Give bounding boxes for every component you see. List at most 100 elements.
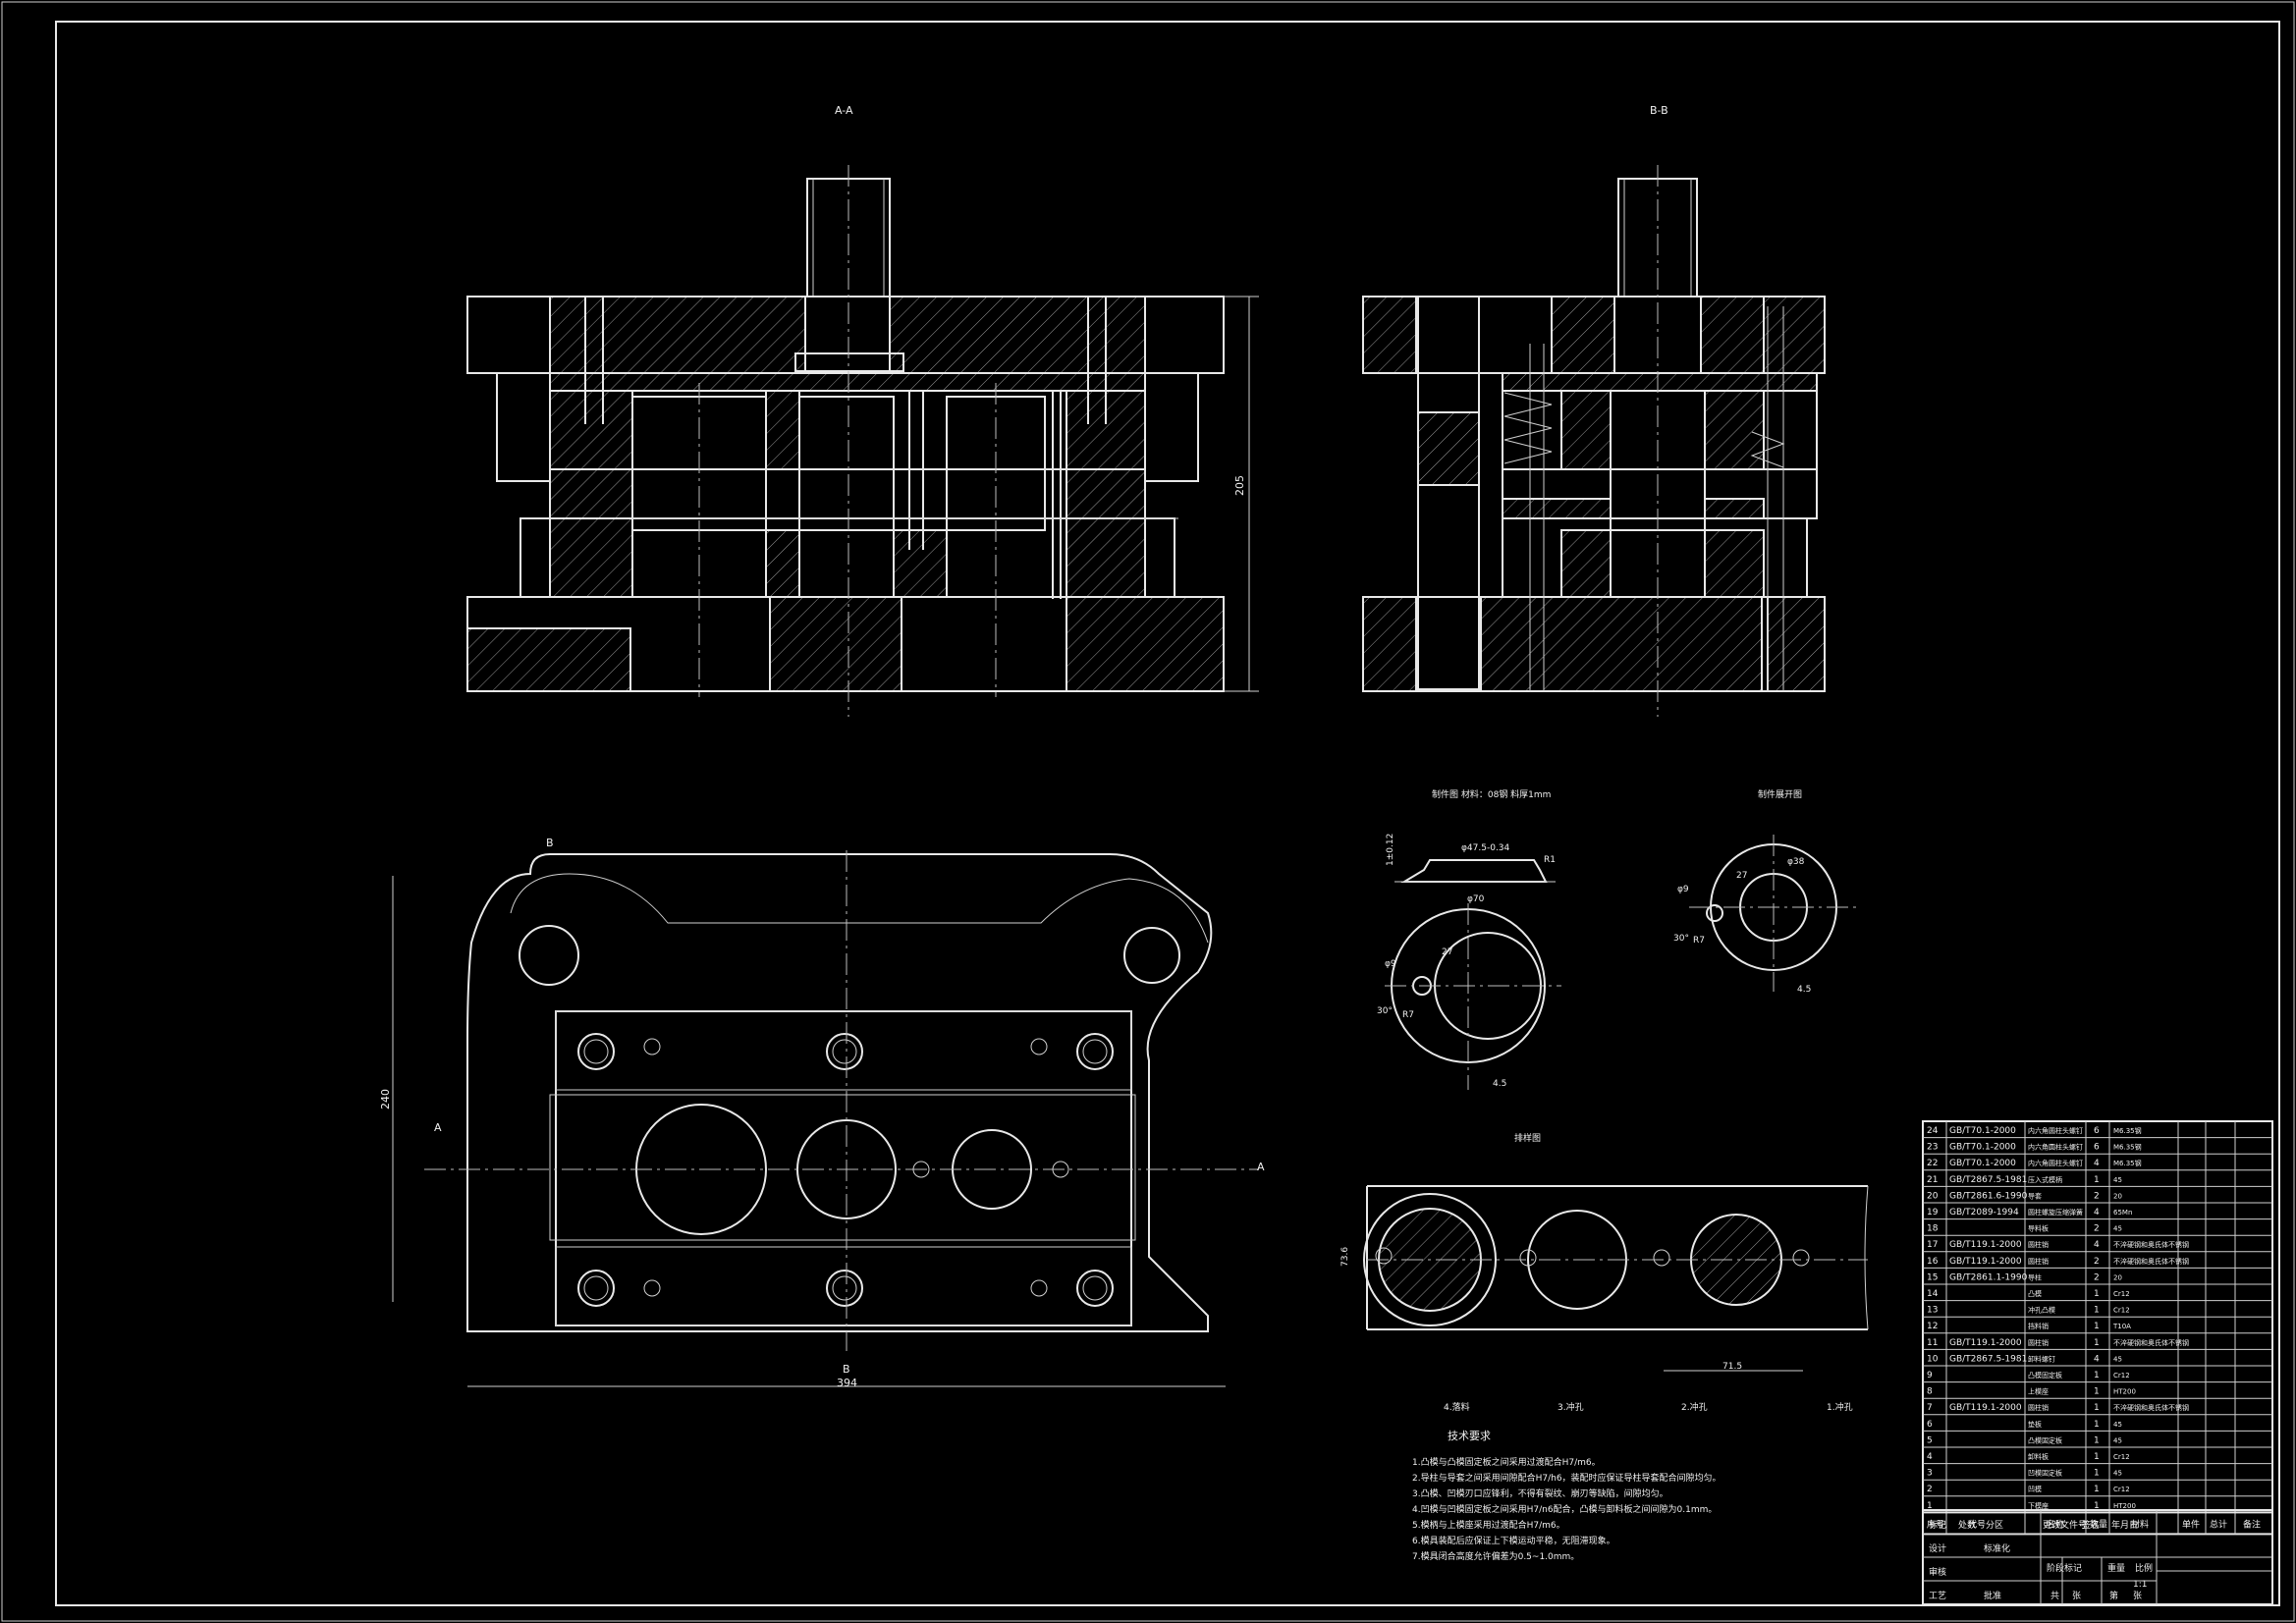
section-aa-dim-height: 205 bbox=[1233, 475, 1246, 496]
bom-cell: 不淬硬钢和奥氏体不锈钢 bbox=[2113, 1403, 2189, 1412]
bom-cell: GB/T70.1-2000 bbox=[1949, 1159, 2016, 1168]
bom-cell: GB/T119.1-2000 bbox=[1949, 1403, 2022, 1413]
part1-dim-4: φ9 bbox=[1385, 959, 1396, 969]
part2-dim-3: 27 bbox=[1736, 871, 1747, 881]
tb-label-11: 审核 bbox=[1929, 1566, 1946, 1578]
bom-cell: 圆柱螺旋压缩弹簧 bbox=[2028, 1208, 2083, 1217]
bom-cell: 65Mn bbox=[2113, 1209, 2132, 1217]
tb-label-1: 处数 bbox=[1958, 1519, 1976, 1531]
technical-requirements: 技术要求 1.凸模与凸模固定板之间采用过渡配合H7/m6。 2.导柱与导套之间采… bbox=[1412, 1430, 1722, 1562]
bom-cell: 2 bbox=[2094, 1257, 2100, 1267]
plan-dim-width: 394 bbox=[837, 1377, 857, 1389]
bom-cell: 6 bbox=[2094, 1126, 2100, 1136]
bom-cell: 导柱 bbox=[2028, 1272, 2042, 1281]
bom-cell: 导料板 bbox=[2028, 1224, 2049, 1233]
bom-cell: GB/T2089-1994 bbox=[1949, 1208, 2019, 1217]
part1-dim-5: 30° bbox=[1377, 1006, 1393, 1016]
tb-label-8: 阶段标记 bbox=[2047, 1562, 2082, 1574]
bom-cell: 45 bbox=[2113, 1176, 2122, 1184]
bom-cell: 22 bbox=[1927, 1159, 1938, 1168]
part1-dim-2: φ70 bbox=[1467, 894, 1485, 904]
bom-cell: M6.35钢 bbox=[2113, 1143, 2142, 1152]
bom-cell: 不淬硬钢和奥氏体不锈钢 bbox=[2113, 1338, 2189, 1347]
bom-cell: 2 bbox=[2094, 1272, 2100, 1282]
bom-cell: 挡料销 bbox=[2028, 1322, 2049, 1330]
section-bb-label: B-B bbox=[1650, 104, 1668, 117]
bom-cell: 凹模 bbox=[2028, 1485, 2042, 1493]
part1-dim-1: R1 bbox=[1544, 855, 1556, 865]
part1-dim-3: 1±0.12 bbox=[1386, 834, 1395, 866]
bom-cell: 3 bbox=[1927, 1469, 1933, 1479]
tech-req-item-5: 6.模具装配后应保证上下模运动平稳，无阻滞现象。 bbox=[1412, 1535, 1615, 1546]
bom-cell: 1 bbox=[2094, 1469, 2100, 1479]
bom-cell: 1 bbox=[2094, 1485, 2100, 1494]
bom-cell: M6.35钢 bbox=[2113, 1159, 2142, 1167]
bom-cell: GB/T119.1-2000 bbox=[1949, 1257, 2022, 1267]
bom-cell: 4 bbox=[2094, 1159, 2100, 1168]
bom-cell: 4 bbox=[2094, 1354, 2100, 1364]
tb-label-12: 工艺 bbox=[1929, 1591, 1946, 1601]
part2-dim-2: 30° bbox=[1673, 934, 1689, 944]
bom-header-cell: 数量 bbox=[2090, 1518, 2107, 1530]
bom-cell: 45 bbox=[2113, 1355, 2122, 1363]
bom-cell: 21 bbox=[1927, 1175, 1938, 1185]
part2-dim-5: 4.5 bbox=[1797, 985, 1811, 995]
bom-cell: GB/T2867.5-1981 bbox=[1949, 1354, 2027, 1364]
die-plate-outline bbox=[555, 1010, 1132, 1326]
bom-cell: 5 bbox=[1927, 1435, 1933, 1445]
plan-cut-a-left: A bbox=[434, 1121, 442, 1134]
strip-layout: 排样图 73.6 71.5 4.落料 3.冲孔 2.冲孔 1.冲孔 bbox=[1340, 1132, 1869, 1413]
bom-cell: 11 bbox=[1927, 1338, 1938, 1348]
part1-dim-0: φ47.5-0.34 bbox=[1461, 843, 1510, 853]
bom-cell: 1 bbox=[2094, 1289, 2100, 1299]
tech-req-item-0: 1.凸模与凸模固定板之间采用过渡配合H7/m6。 bbox=[1412, 1456, 1601, 1468]
tb-label-3: 更改文件号 bbox=[2043, 1519, 2087, 1531]
bom-cell: 1 bbox=[2094, 1322, 2100, 1331]
part1-dim-8: 4.5 bbox=[1493, 1079, 1506, 1089]
bom-cell: Cr12 bbox=[2113, 1307, 2130, 1315]
bom-cell: 18 bbox=[1927, 1224, 1939, 1234]
bom-cell: 8 bbox=[1927, 1387, 1933, 1397]
bom-cell: 10 bbox=[1927, 1354, 1939, 1364]
tb-scale: 1:1 bbox=[2133, 1580, 2147, 1590]
bom-cell: GB/T2867.5-1981 bbox=[1949, 1175, 2027, 1185]
bom-cell: 2 bbox=[2094, 1191, 2100, 1201]
section-aa-view: A-A bbox=[466, 104, 1259, 717]
bom-cell: 1 bbox=[2094, 1371, 2100, 1380]
bom-cell: 23 bbox=[1927, 1143, 1938, 1153]
part-detail-1: 制件图 材料：08钢 料厚1mm φ47.5-0.34 R1 φ70 1±0.1… bbox=[1377, 788, 1561, 1090]
bom-cell: 12 bbox=[1927, 1322, 1938, 1331]
strip-dim-pitch: 71.5 bbox=[1722, 1362, 1742, 1372]
punch-center bbox=[798, 396, 895, 531]
bom-cell: GB/T119.1-2000 bbox=[1949, 1338, 2022, 1348]
tech-req-item-3: 4.凹模与凹模固定板之间采用H7/n6配合，凸模与卸料板之间间隙为0.1mm。 bbox=[1412, 1503, 1717, 1515]
tb-label-4: 签名 bbox=[2082, 1519, 2100, 1531]
bom-cell: Cr12 bbox=[2113, 1290, 2130, 1298]
bom-header-cell: 备注 bbox=[2243, 1518, 2261, 1530]
bom-cell: 下模座 bbox=[2028, 1501, 2049, 1510]
bom-cell: 45 bbox=[2113, 1470, 2122, 1478]
bom-cell: 20 bbox=[2113, 1192, 2122, 1200]
bom-cell: 2 bbox=[2094, 1224, 2100, 1234]
tech-req-item-2: 3.凸模、凹模刃口应锋利，不得有裂纹、崩刃等缺陷，间隙均匀。 bbox=[1412, 1488, 1668, 1499]
bom-cell: 凸模固定板 bbox=[2028, 1371, 2062, 1380]
bom-cell: 4 bbox=[2094, 1240, 2100, 1250]
bom-cell: 不淬硬钢和奥氏体不锈钢 bbox=[2113, 1257, 2189, 1266]
part1-dim-7: 27 bbox=[1442, 947, 1452, 957]
bom-cell: 垫板 bbox=[2028, 1420, 2042, 1429]
bom-cell: 1 bbox=[2094, 1387, 2100, 1397]
bom-header-cell: 单件 bbox=[2182, 1518, 2200, 1530]
bom-cell: 1 bbox=[2094, 1501, 2100, 1511]
tb-label-2: 分区 bbox=[1986, 1520, 2003, 1531]
tech-req-item-1: 2.导柱与导套之间采用间隙配合H7/h6，装配时应保证导柱导套配合间隙均匀。 bbox=[1412, 1472, 1722, 1484]
bom-cell: GB/T70.1-2000 bbox=[1949, 1143, 2016, 1153]
bom-cell: 1 bbox=[2094, 1175, 2100, 1185]
part-detail-2: 制件展开图 φ9 R7 30° 27 φ38 4.5 bbox=[1673, 788, 1856, 995]
bom-cell: 凹模固定板 bbox=[2028, 1469, 2062, 1478]
bom-cell: 9 bbox=[1927, 1371, 1933, 1380]
bom-cell: 1 bbox=[2094, 1435, 2100, 1445]
tb-label-10: 比例 bbox=[2135, 1562, 2153, 1574]
bom-cell: Cr12 bbox=[2113, 1453, 2130, 1461]
tb-label-14: 共 bbox=[2050, 1591, 2059, 1601]
